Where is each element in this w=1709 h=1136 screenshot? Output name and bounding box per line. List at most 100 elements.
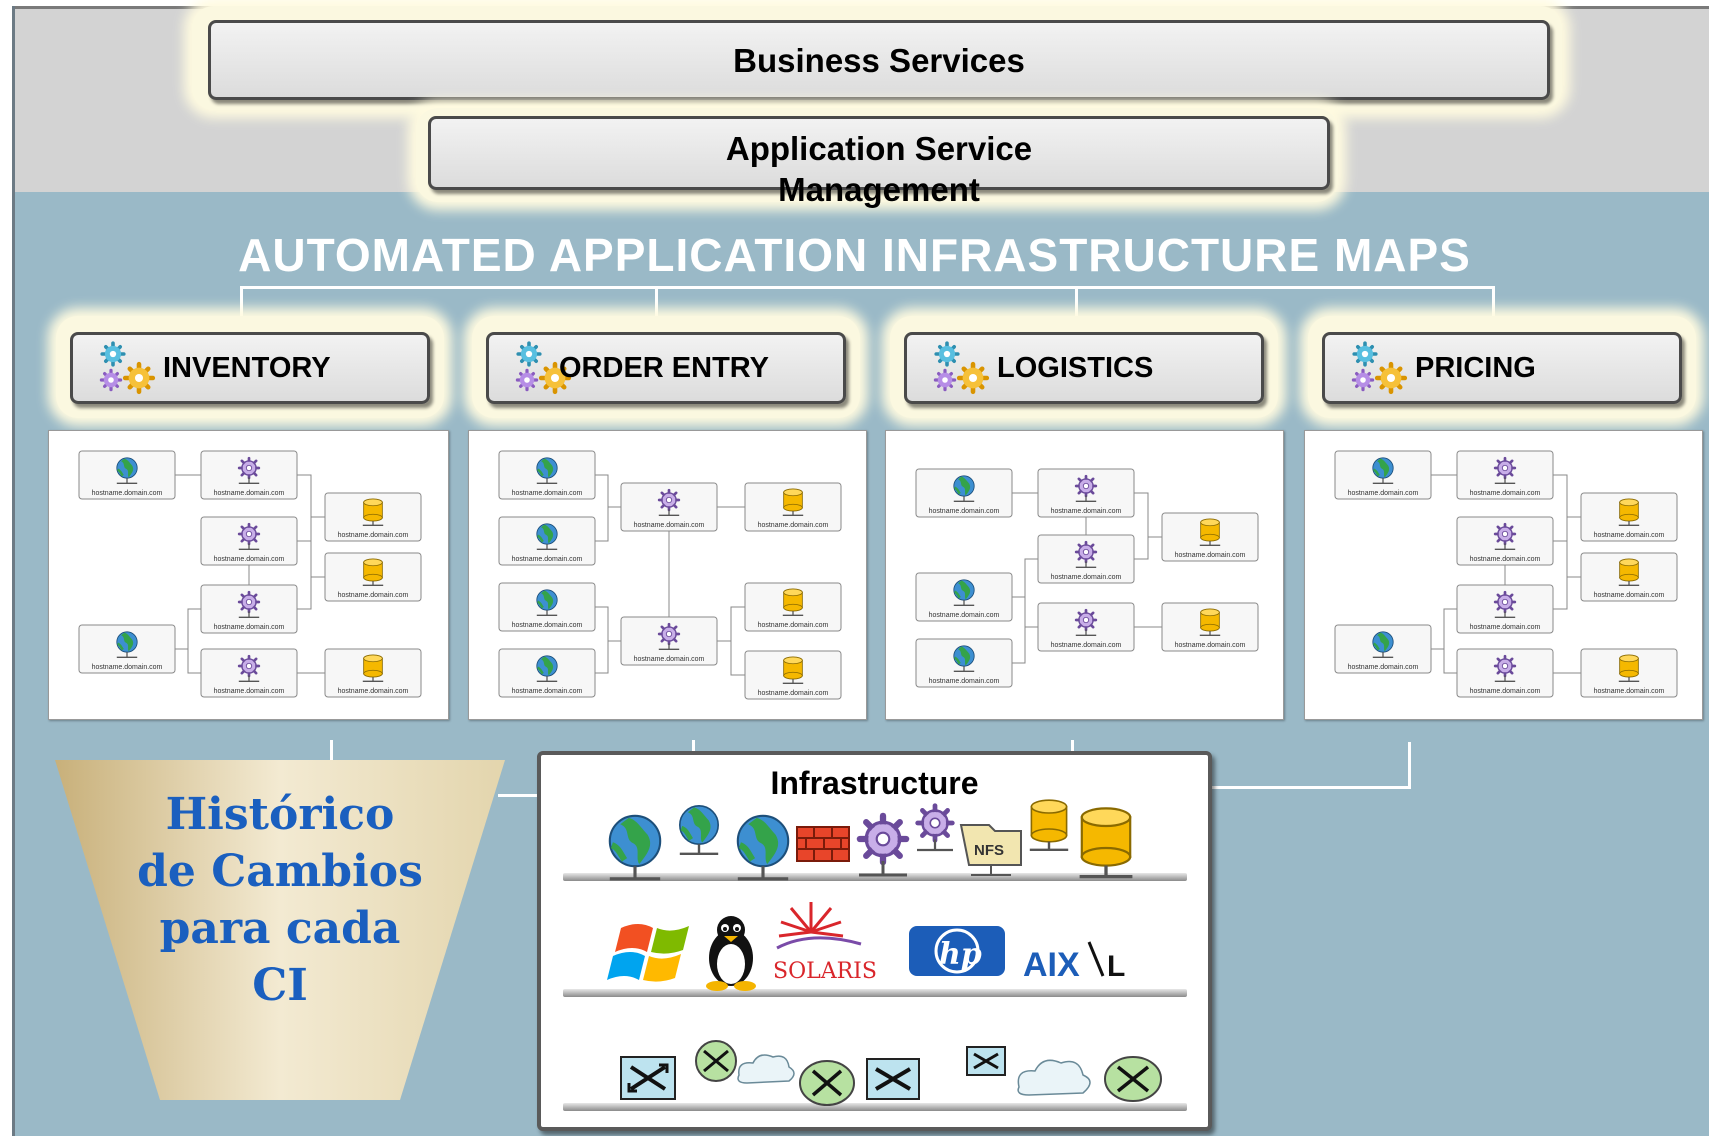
database-icon bbox=[1077, 806, 1135, 879]
app-label-order-entry: ORDER ENTRY bbox=[559, 351, 769, 384]
map-connection bbox=[1553, 576, 1581, 610]
host-label: hostname.domain.com bbox=[1470, 490, 1541, 497]
host-label: hostname.domain.com bbox=[758, 622, 829, 629]
host-label: hostname.domain.com bbox=[214, 624, 285, 631]
map-connection bbox=[1553, 540, 1581, 578]
map-connection bbox=[297, 576, 325, 610]
connector-top-4 bbox=[1492, 286, 1495, 316]
map-connection bbox=[1012, 558, 1038, 598]
app-box-order-entry: ORDER ENTRY bbox=[486, 332, 846, 404]
host-label: hostname.domain.com bbox=[634, 656, 705, 663]
hp-logo: hp bbox=[909, 926, 1005, 976]
host-label: hostname.domain.com bbox=[214, 490, 285, 497]
host-label: hostname.domain.com bbox=[1175, 642, 1246, 649]
shelf-hardware bbox=[563, 873, 1187, 881]
switch-icon bbox=[866, 1058, 920, 1100]
solaris-text: SOLARIS bbox=[773, 959, 877, 984]
host-node-database: hostname.domain.com bbox=[324, 648, 422, 698]
shelf-network bbox=[563, 1103, 1187, 1111]
host-label: hostname.domain.com bbox=[92, 664, 163, 671]
host-node-server: hostname.domain.com bbox=[1456, 450, 1554, 500]
firewall-icon bbox=[796, 826, 850, 862]
app-box-logistics: LOGISTICS bbox=[904, 332, 1264, 404]
app-label-inventory: INVENTORY bbox=[163, 351, 331, 384]
host-label: hostname.domain.com bbox=[1470, 688, 1541, 695]
router-icon bbox=[799, 1060, 855, 1106]
host-label: hostname.domain.com bbox=[214, 556, 285, 563]
host-label: hostname.domain.com bbox=[1594, 532, 1665, 539]
host-node-database: hostname.domain.com bbox=[744, 650, 842, 700]
os-row: SOLARIS hp AIX L bbox=[607, 902, 1125, 991]
cloud-icon bbox=[737, 1054, 795, 1084]
host-node-database: hostname.domain.com bbox=[744, 582, 842, 632]
nfs-folder-icon: NFS bbox=[959, 824, 1022, 876]
database-icon bbox=[1028, 799, 1070, 851]
server-gear-icon bbox=[859, 816, 907, 875]
host-node-server: hostname.domain.com bbox=[200, 450, 298, 500]
host-label: hostname.domain.com bbox=[929, 678, 1000, 685]
host-node-database: hostname.domain.com bbox=[1161, 512, 1259, 562]
host-node-server: hostname.domain.com bbox=[1037, 602, 1135, 652]
connector-top-3 bbox=[1075, 286, 1078, 316]
host-label: hostname.domain.com bbox=[512, 490, 583, 497]
host-node-globe: hostname.domain.com bbox=[498, 516, 596, 566]
connector-bottom-1 bbox=[330, 740, 333, 760]
gears-icon bbox=[99, 341, 155, 394]
host-label: hostname.domain.com bbox=[338, 532, 409, 539]
host-node-globe: hostname.domain.com bbox=[498, 648, 596, 698]
history-funnel bbox=[55, 760, 505, 1100]
host-node-server: hostname.domain.com bbox=[200, 516, 298, 566]
nfs-label: NFS bbox=[974, 842, 1004, 859]
connector-bottom-2 bbox=[692, 740, 695, 754]
host-node-database: hostname.domain.com bbox=[1580, 552, 1678, 602]
host-label: hostname.domain.com bbox=[1594, 592, 1665, 599]
map-svg: hostname.domain.com hostname.domain.com ho… bbox=[915, 468, 1259, 688]
business-services-box: Business Services bbox=[208, 20, 1550, 100]
connector-bottom-4b bbox=[1204, 786, 1411, 789]
map-connection bbox=[1012, 626, 1038, 664]
host-node-globe: hostname.domain.com bbox=[1334, 450, 1432, 500]
app-box-pricing: PRICING bbox=[1322, 332, 1682, 404]
aix-l-text: L bbox=[1107, 950, 1125, 983]
host-node-server: hostname.domain.com bbox=[1037, 468, 1135, 518]
host-node-database: hostname.domain.com bbox=[1580, 648, 1678, 698]
shelf-os bbox=[563, 989, 1187, 997]
host-label: hostname.domain.com bbox=[512, 556, 583, 563]
host-label: hostname.domain.com bbox=[1348, 490, 1419, 497]
host-label: hostname.domain.com bbox=[1051, 508, 1122, 515]
network-row bbox=[620, 1040, 1162, 1106]
map-svg: hostname.domain.com hostname.domain.com ho… bbox=[78, 450, 422, 698]
map-panel-inventory: hostname.domain.com hostname.domain.com ho… bbox=[48, 430, 449, 720]
linux-tux-logo bbox=[706, 916, 756, 991]
host-node-globe: hostname.domain.com bbox=[915, 638, 1013, 688]
map-svg: hostname.domain.com hostname.domain.com ho… bbox=[1334, 450, 1678, 698]
host-label: hostname.domain.com bbox=[338, 688, 409, 695]
maps-title: AUTOMATED APPLICATION INFRASTRUCTURE MAP… bbox=[238, 229, 1471, 281]
host-label: hostname.domain.com bbox=[929, 508, 1000, 515]
history-text: Histórico de Cambios para cada CI bbox=[105, 786, 455, 1014]
host-label: hostname.domain.com bbox=[1051, 574, 1122, 581]
map-connection bbox=[297, 474, 325, 518]
host-label: hostname.domain.com bbox=[634, 522, 705, 529]
map-panel-logistics: hostname.domain.com hostname.domain.com ho… bbox=[885, 430, 1284, 720]
map-connection bbox=[717, 606, 745, 642]
host-label: hostname.domain.com bbox=[758, 690, 829, 697]
host-node-globe: hostname.domain.com bbox=[498, 450, 596, 500]
map-connection bbox=[175, 608, 201, 650]
connector-top-bar bbox=[240, 286, 1495, 289]
history-line: de Cambios bbox=[137, 846, 423, 897]
router-icon bbox=[695, 1040, 737, 1082]
hardware-row: NFS bbox=[541, 799, 1135, 885]
map-connection bbox=[1553, 474, 1581, 518]
switch-icon bbox=[966, 1046, 1006, 1076]
host-node-server: hostname.domain.com bbox=[620, 616, 718, 666]
infrastructure-box: Infrastructure NFS bbox=[537, 751, 1212, 1131]
cloud-icon bbox=[1017, 1059, 1091, 1096]
map-connection bbox=[175, 648, 201, 674]
app-label-pricing: PRICING bbox=[1415, 351, 1536, 384]
host-label: hostname.domain.com bbox=[512, 688, 583, 695]
host-node-database: hostname.domain.com bbox=[744, 482, 842, 532]
map-connection bbox=[595, 506, 621, 542]
map-connection bbox=[297, 540, 325, 578]
asm-box: Application Service Management bbox=[428, 116, 1330, 208]
